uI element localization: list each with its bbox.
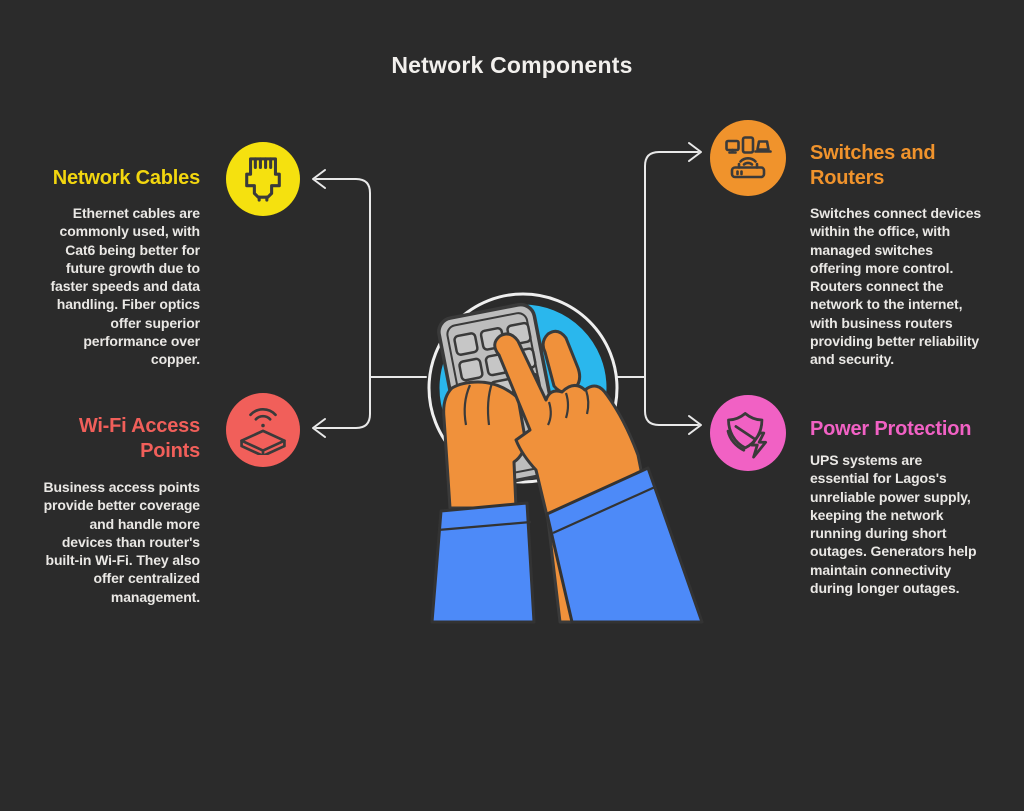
network-cables-badge (226, 142, 300, 216)
right-sleeve (545, 466, 704, 624)
shield-lightning-icon (726, 412, 768, 459)
power-protection-title: Power Protection (810, 418, 972, 440)
network-cables-body: Ethernet cables are commonly used, with … (50, 205, 200, 368)
network-devices-icon (725, 136, 772, 179)
left-top-arrowhead (312, 169, 326, 189)
left-connector-line (315, 178, 371, 429)
wifi-access-points-title: Wi-Fi Access Points (78, 415, 200, 462)
power-protection-badge (710, 395, 786, 471)
left-hand (442, 380, 527, 510)
page-title: Network Components (391, 52, 633, 78)
outer-ring (427, 292, 619, 484)
switches-routers-title: Switches and Routers (810, 142, 936, 189)
wifi-access-points-badge (226, 393, 300, 467)
right-top-arrowhead (688, 142, 702, 162)
access-point-icon (240, 408, 286, 455)
wifi-access-points-body: Business access points provide better co… (43, 479, 200, 605)
right-bottom-arrowhead (688, 415, 702, 435)
switches-routers-badge (710, 120, 786, 196)
left-sleeve (430, 501, 536, 624)
power-protection-body: UPS systems are essential for Lagos's un… (810, 452, 977, 597)
right-connector-line (644, 151, 699, 426)
ethernet-connector-icon (245, 157, 281, 202)
network-cables-title: Network Cables (52, 167, 200, 189)
switches-routers-body: Switches connect devices within the offi… (810, 205, 982, 368)
hands-calculator-illustration (427, 292, 704, 624)
left-bottom-arrowhead (312, 418, 326, 438)
